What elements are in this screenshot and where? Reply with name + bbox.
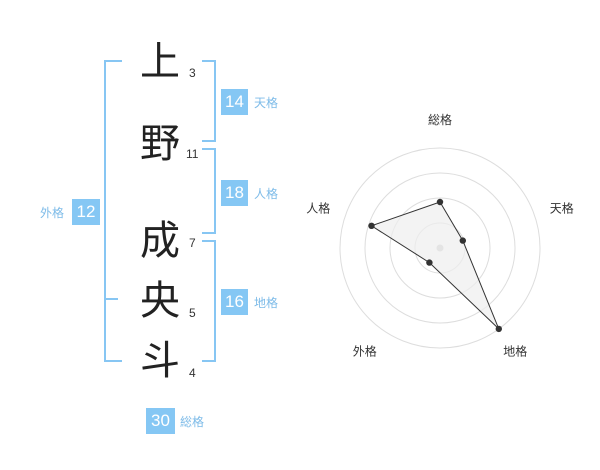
chikaku-value-badge: 16 (221, 289, 248, 315)
radar-point-2 (459, 237, 466, 244)
soukaku-value-badge: 30 (146, 408, 175, 434)
gaikaku-bracket (104, 60, 122, 362)
jinkaku-value-badge: 18 (221, 180, 248, 206)
name-character-3: 成 (140, 218, 180, 264)
jinkaku-bracket (202, 148, 216, 234)
gaikaku-value-badge: 12 (72, 199, 100, 225)
stroke-count-3: 7 (189, 236, 196, 250)
radar-axis-label-5: 人格 (306, 200, 330, 215)
radar-axis-label-2: 天格 (550, 200, 574, 215)
name-character-5: 斗 (140, 338, 180, 384)
radar-value-polygon (370, 201, 500, 330)
stroke-count-5: 4 (189, 366, 196, 380)
radar-axis-label-4: 外格 (353, 344, 377, 359)
name-character-1: 上 (140, 39, 180, 85)
gaikaku-bracket-tick (104, 298, 118, 300)
radar-axis-label-3: 地格 (503, 344, 527, 359)
radar-ring-2 (389, 197, 491, 299)
radar-point-1 (436, 198, 444, 206)
radar-point-3 (495, 325, 502, 333)
name-character-4: 央 (140, 278, 180, 324)
tenkaku-label: 天格 (254, 96, 279, 110)
stroke-count-1: 3 (189, 66, 196, 80)
chikaku-bracket (202, 240, 216, 362)
radar-ring-4 (339, 147, 541, 349)
radar-point-5 (368, 222, 375, 229)
name-character-2: 野 (140, 121, 180, 167)
radar-ring-3 (364, 172, 516, 324)
chikaku-label: 地格 (254, 296, 279, 310)
jinkaku-label: 人格 (254, 187, 279, 201)
soukaku-label: 総格 (180, 415, 205, 429)
stroke-count-2: 11 (186, 147, 199, 161)
tenkaku-bracket (202, 60, 216, 142)
tenkaku-value-badge: 14 (221, 89, 248, 115)
stroke-count-4: 5 (189, 306, 196, 320)
gaikaku-label: 外格 (40, 206, 65, 220)
radar-axis-label-1: 総格 (428, 112, 452, 127)
radar-point-4 (426, 259, 433, 266)
